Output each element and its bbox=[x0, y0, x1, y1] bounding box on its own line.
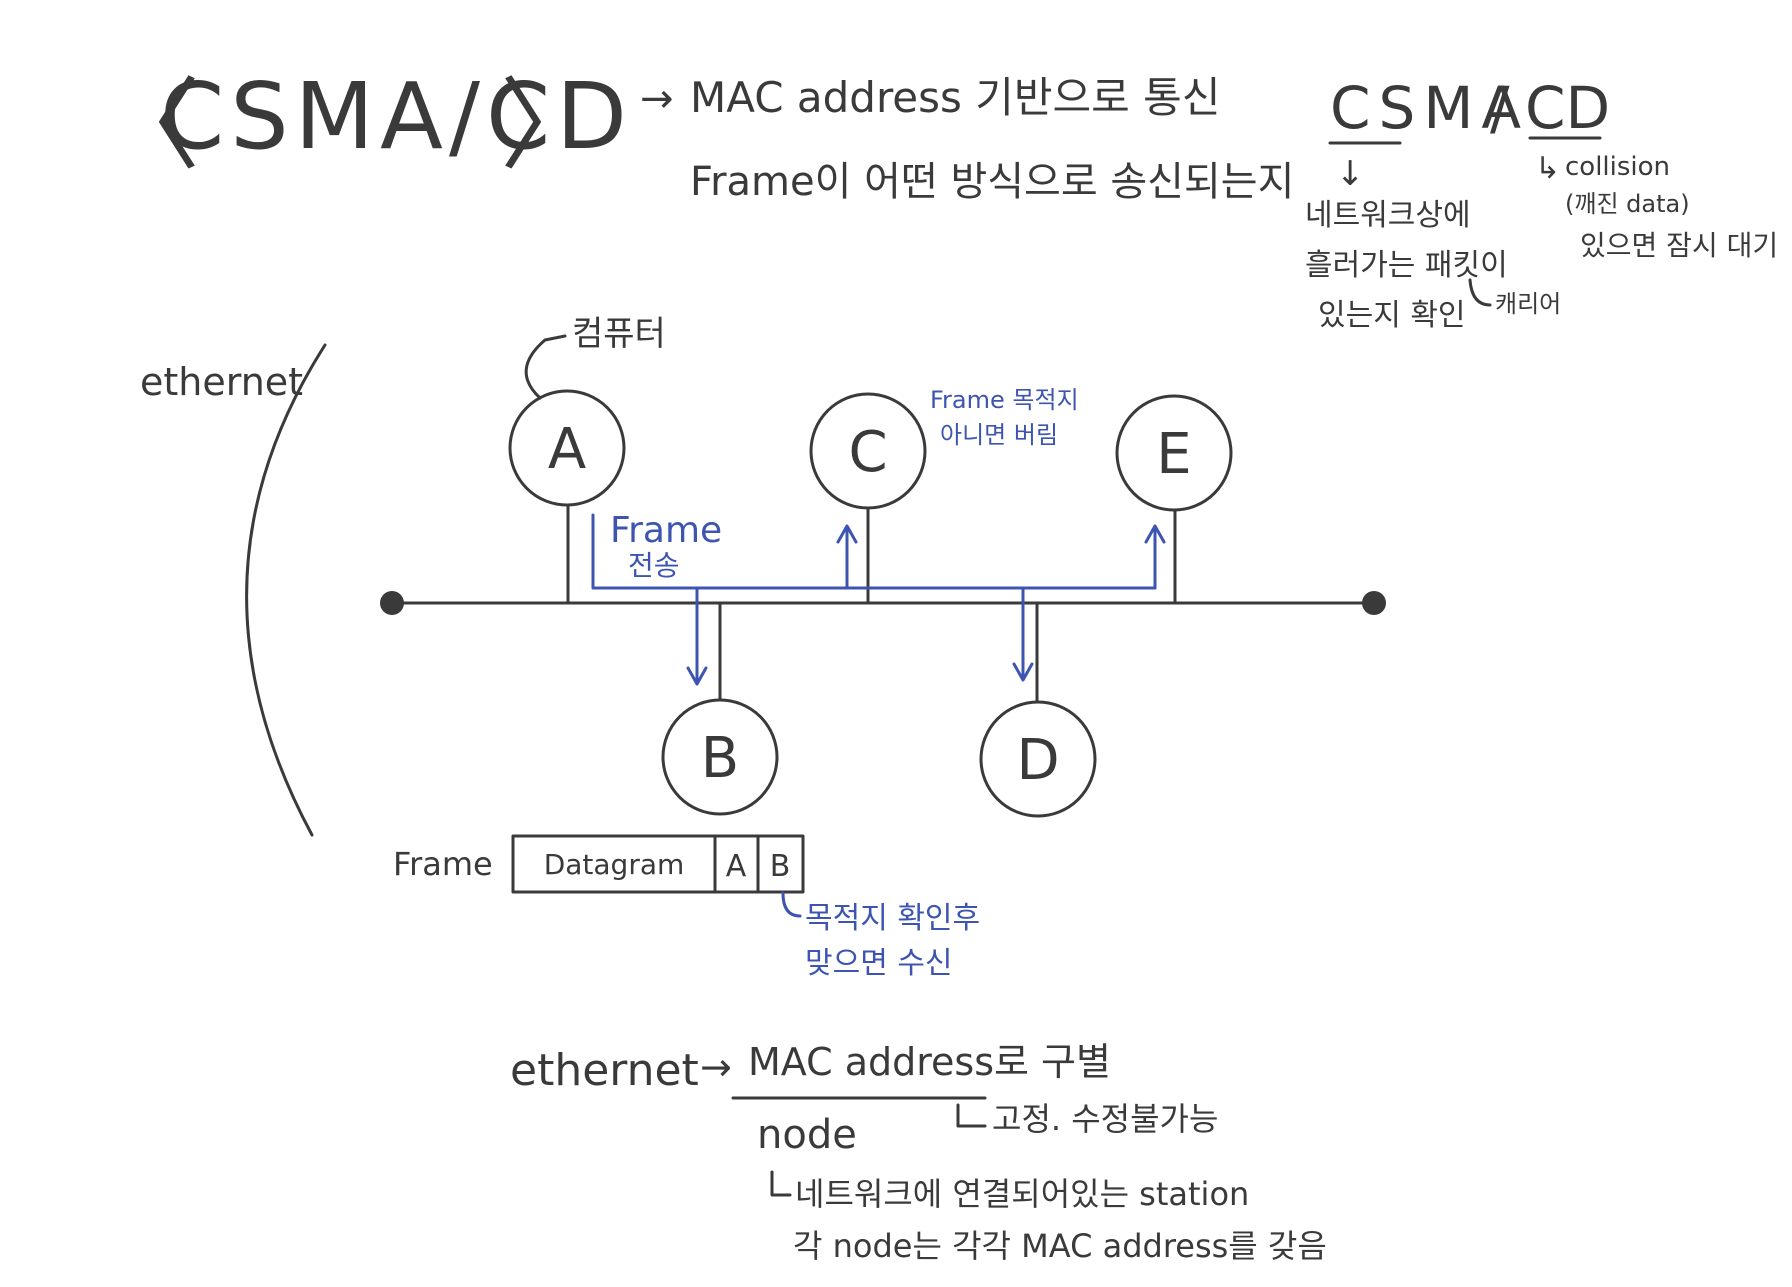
node-e: E bbox=[1115, 394, 1233, 512]
collision-sub: (깨진 data) bbox=[1565, 190, 1690, 218]
ethernet-section-label: ethernet bbox=[140, 360, 303, 404]
title-close-bracket: 〉 bbox=[500, 67, 600, 184]
csma-note-line3: 있는지 확인 bbox=[1318, 298, 1466, 333]
ethernet-bracket bbox=[245, 343, 327, 837]
node-d: D bbox=[979, 700, 1097, 818]
frame-note-line2: 맞으면 수신 bbox=[805, 946, 953, 981]
discard-note-line2: 아니면 버림 bbox=[940, 421, 1058, 449]
title-text: CSMA/CD bbox=[160, 63, 633, 170]
bottom-arrow: → bbox=[700, 1045, 732, 1089]
frame-field-src: A bbox=[726, 849, 747, 884]
signal-to-d-arrowhead bbox=[1012, 662, 1034, 682]
acronym-csma: CSMA bbox=[1330, 74, 1529, 142]
send-label-line2: 전송 bbox=[628, 549, 680, 582]
bottom-node: node bbox=[757, 1112, 857, 1158]
frame-field-datagram: Datagram bbox=[544, 848, 685, 881]
node-c-label: C bbox=[848, 420, 887, 485]
acronym-cd: CD bbox=[1525, 74, 1610, 142]
signal-to-c-arrowhead bbox=[836, 524, 858, 544]
node-a-label: A bbox=[548, 417, 586, 482]
frame-field-dst: B bbox=[770, 849, 791, 884]
collision-label: collision bbox=[1565, 152, 1670, 182]
collision-note: 있으면 잠시 대기 bbox=[1580, 229, 1778, 262]
frame-note-line1: 목적지 확인후 bbox=[805, 901, 980, 936]
node-c: C bbox=[809, 392, 927, 510]
node-a-circle bbox=[508, 389, 626, 507]
signal-to-e-arrowhead bbox=[1144, 524, 1166, 544]
title-desc-line2: Frame이 어떤 방식으로 송신되는지 bbox=[690, 159, 1294, 205]
csma-down-arrow: ↓ bbox=[1336, 154, 1365, 194]
title-arrow: → bbox=[640, 76, 674, 122]
title-desc-line1: MAC address 기반으로 통신 bbox=[690, 73, 1220, 122]
signal-path bbox=[591, 513, 1157, 590]
node-d-circle bbox=[979, 700, 1097, 818]
node-e-label: E bbox=[1156, 422, 1191, 487]
frame-label: Frame bbox=[393, 845, 493, 883]
acronym-group: CSMA / CD ↓ 네트워크상에 흘러가는 패킷이 있는지 확인 캐리어 ↳… bbox=[1305, 74, 1778, 333]
carrier-label: 캐리어 bbox=[1495, 290, 1561, 318]
frame-box bbox=[511, 834, 805, 894]
bus-terminator-right bbox=[1362, 591, 1386, 615]
bottom-mac-text: MAC address로 구별 bbox=[748, 1040, 1111, 1084]
node-c-circle bbox=[809, 392, 927, 510]
node-note-hook bbox=[770, 1170, 792, 1197]
fixed-note-hook bbox=[956, 1103, 987, 1128]
frame-note-hook bbox=[781, 891, 802, 918]
discard-note-line1: Frame 목적지 bbox=[930, 386, 1079, 414]
node-d-label: D bbox=[1016, 728, 1059, 793]
cd-hook-arrow: ↳ bbox=[1535, 151, 1560, 186]
node-b-label: B bbox=[701, 726, 739, 791]
bus-network: A C E B D 컴퓨터 bbox=[380, 314, 1386, 818]
node-e-circle bbox=[1115, 394, 1233, 512]
ethernet-section: ethernet bbox=[140, 343, 327, 837]
csma-note-line2: 흘러가는 패킷이 bbox=[1305, 248, 1508, 283]
node-b: B bbox=[661, 698, 779, 816]
each-node-note: 각 node는 각각 MAC address를 갖음 bbox=[793, 1227, 1327, 1265]
node-note: 네트워크에 연결되어있는 station bbox=[795, 1175, 1249, 1213]
bus-terminator-left bbox=[380, 591, 404, 615]
node-b-circle bbox=[661, 698, 779, 816]
computer-label: 컴퓨터 bbox=[572, 314, 666, 354]
bottom-notes: ethernet → MAC address로 구별 고정. 수정불가능 nod… bbox=[510, 1040, 1327, 1265]
fixed-note: 고정. 수정불가능 bbox=[992, 1100, 1218, 1138]
frame-signal: Frame 전송 Frame 목적지 아니면 버림 bbox=[591, 386, 1166, 686]
title-group: 〈 CSMA/CD 〉 → MAC address 기반으로 통신 Frame이… bbox=[100, 63, 1294, 205]
csma-note-line1: 네트워크상에 bbox=[1305, 198, 1471, 233]
send-label-line1: Frame bbox=[610, 510, 722, 551]
frame-structure: Frame Datagram A B 목적지 확인후 맞으면 수신 bbox=[393, 834, 980, 981]
carrier-hook bbox=[1468, 278, 1492, 307]
title-open-bracket: 〈 bbox=[100, 67, 200, 184]
computer-pointer bbox=[524, 334, 567, 400]
signal-to-b-arrowhead bbox=[686, 666, 708, 686]
bottom-ethernet: ethernet bbox=[510, 1045, 699, 1096]
acronym-slash: / bbox=[1490, 74, 1510, 142]
node-a: A bbox=[508, 389, 626, 507]
